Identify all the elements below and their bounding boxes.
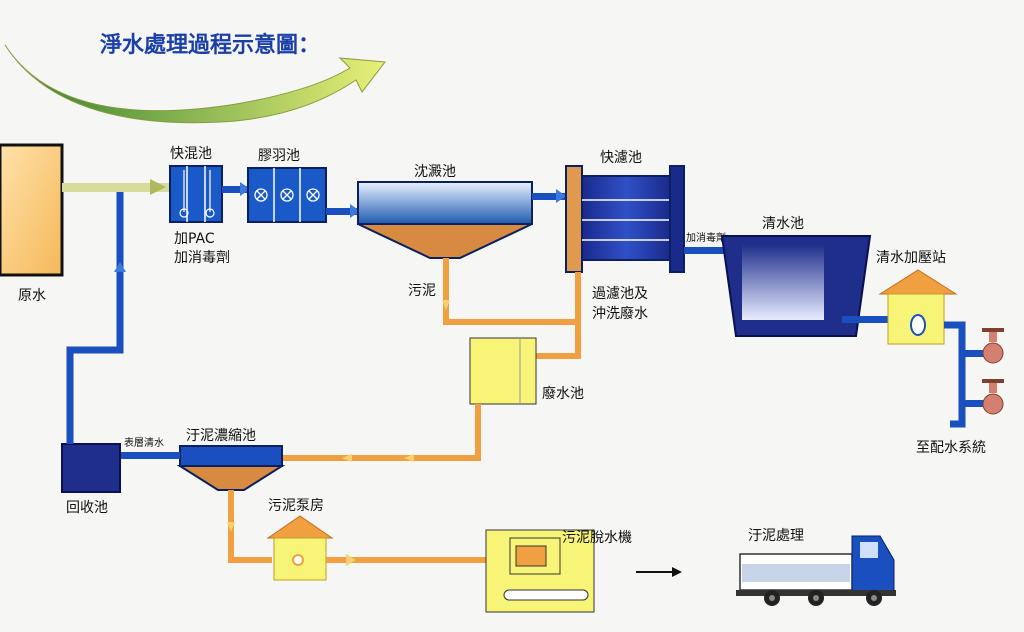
sludge-pump-label: 污泥泵房 xyxy=(268,498,324,514)
truck-icon xyxy=(736,535,896,606)
recovery-tank-label: 回收池 xyxy=(66,500,108,516)
raw-water-label: 原水 xyxy=(18,288,46,304)
sludge-pipe xyxy=(443,258,581,325)
right-arrow-icon xyxy=(556,189,566,203)
booster-roof xyxy=(878,269,958,295)
diagram-title: 淨水處理過程示意圖： xyxy=(100,32,320,58)
right-arrow-icon xyxy=(672,567,682,577)
arrow-swoosh-icon xyxy=(4,44,386,124)
raw-water-tank xyxy=(0,143,64,277)
waste-tank-label: 廢水池 xyxy=(542,385,584,402)
pump-roof xyxy=(266,515,334,539)
right-arrow-icon xyxy=(350,204,360,218)
filter-inlet-wall xyxy=(565,165,583,273)
distribution-label: 至配水系統 xyxy=(916,440,986,456)
right-arrow-icon xyxy=(240,182,250,196)
add-pac-label: 加PAC xyxy=(174,231,215,247)
filter-wash-label-2: 沖洗廢水 xyxy=(592,305,648,322)
filter-wash-label-1: 過濾池及 xyxy=(592,286,648,302)
sedimentation-hopper xyxy=(357,223,533,259)
rapid-filter-tank xyxy=(581,175,671,261)
paddle-icon xyxy=(254,188,320,202)
rapid-mix-tank xyxy=(169,165,223,223)
flocculation-label: 膠羽池 xyxy=(258,148,300,164)
thickener-label: 汙泥濃縮池 xyxy=(186,428,256,444)
valve-icon xyxy=(982,379,1004,415)
add-disinfectant-label: 加消毒劑 xyxy=(174,249,230,266)
rapid-mix-label: 快混池 xyxy=(170,146,212,162)
add-disinfectant-pipe-label: 加消毒劑 xyxy=(686,231,726,244)
recovery-tank xyxy=(61,443,121,493)
supernatant-label: 表層清水 xyxy=(124,436,164,449)
sedimentation-tank xyxy=(357,181,533,225)
recovery-return-pipe xyxy=(66,192,124,444)
dewatering-label: 污泥脫水機 xyxy=(562,530,632,546)
thickener-tank xyxy=(179,445,283,467)
sludge-label: 污泥 xyxy=(408,283,436,299)
raw-pipe xyxy=(62,183,170,192)
clear-well-label: 清水池 xyxy=(762,216,804,232)
mixer-icon xyxy=(179,170,215,218)
sludge-disposal-label: 汙泥處理 xyxy=(748,528,804,544)
rapid-filter-label: 快濾池 xyxy=(600,150,642,166)
valve-icon xyxy=(982,328,1004,364)
sedimentation-label: 沈澱池 xyxy=(414,164,456,180)
waste-water-tank xyxy=(469,337,537,405)
right-arrow-icon xyxy=(150,179,166,195)
booster-station-label: 清水加壓站 xyxy=(876,250,946,266)
